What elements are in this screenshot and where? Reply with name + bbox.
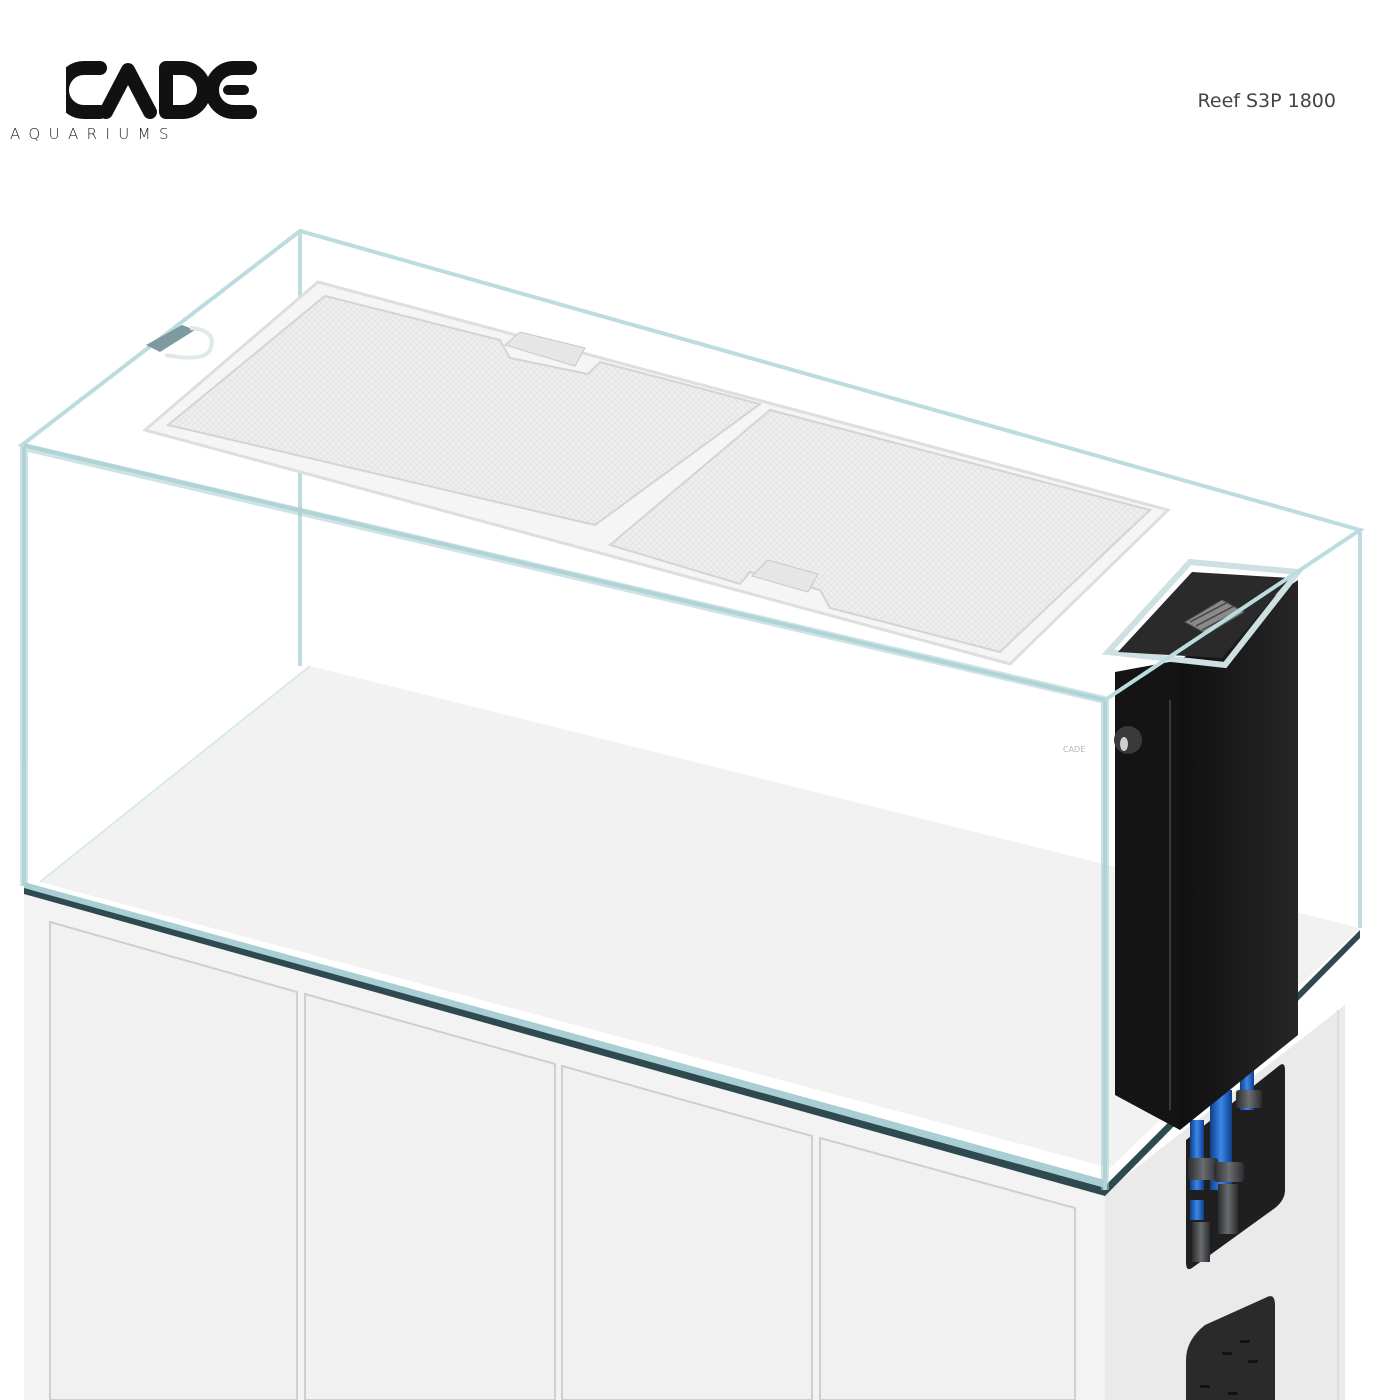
cade-logo-icon <box>66 61 257 119</box>
lid-handle-icon[interactable] <box>751 559 819 593</box>
lid-clip-icon <box>146 325 214 360</box>
return-nozzle-icon <box>1114 726 1142 754</box>
cabinet-door[interactable] <box>49 920 298 1400</box>
logo-subtitle: AQUARIUMS <box>10 125 177 143</box>
mesh-lid[interactable] <box>141 280 1171 666</box>
mesh-lid-panel[interactable] <box>165 294 763 527</box>
tank-floor <box>40 666 1360 1168</box>
cable-cutout <box>1186 1296 1275 1400</box>
cabinet-door[interactable] <box>819 1136 1076 1400</box>
cade-logo <box>66 60 266 150</box>
mesh-lid-panel[interactable] <box>607 408 1152 654</box>
tank-etched-logo: CADE <box>1063 745 1085 754</box>
plumbing-pipes <box>1188 1060 1262 1262</box>
cabinet <box>24 892 1345 1400</box>
tank-base-edge <box>24 886 1105 1196</box>
overflow-box <box>1101 558 1304 1130</box>
lid-handle-icon[interactable] <box>503 331 586 367</box>
cabinet-door[interactable] <box>304 992 556 1400</box>
cabinet-door[interactable] <box>561 1064 813 1400</box>
model-label: Reef S3P 1800 <box>1197 90 1336 112</box>
